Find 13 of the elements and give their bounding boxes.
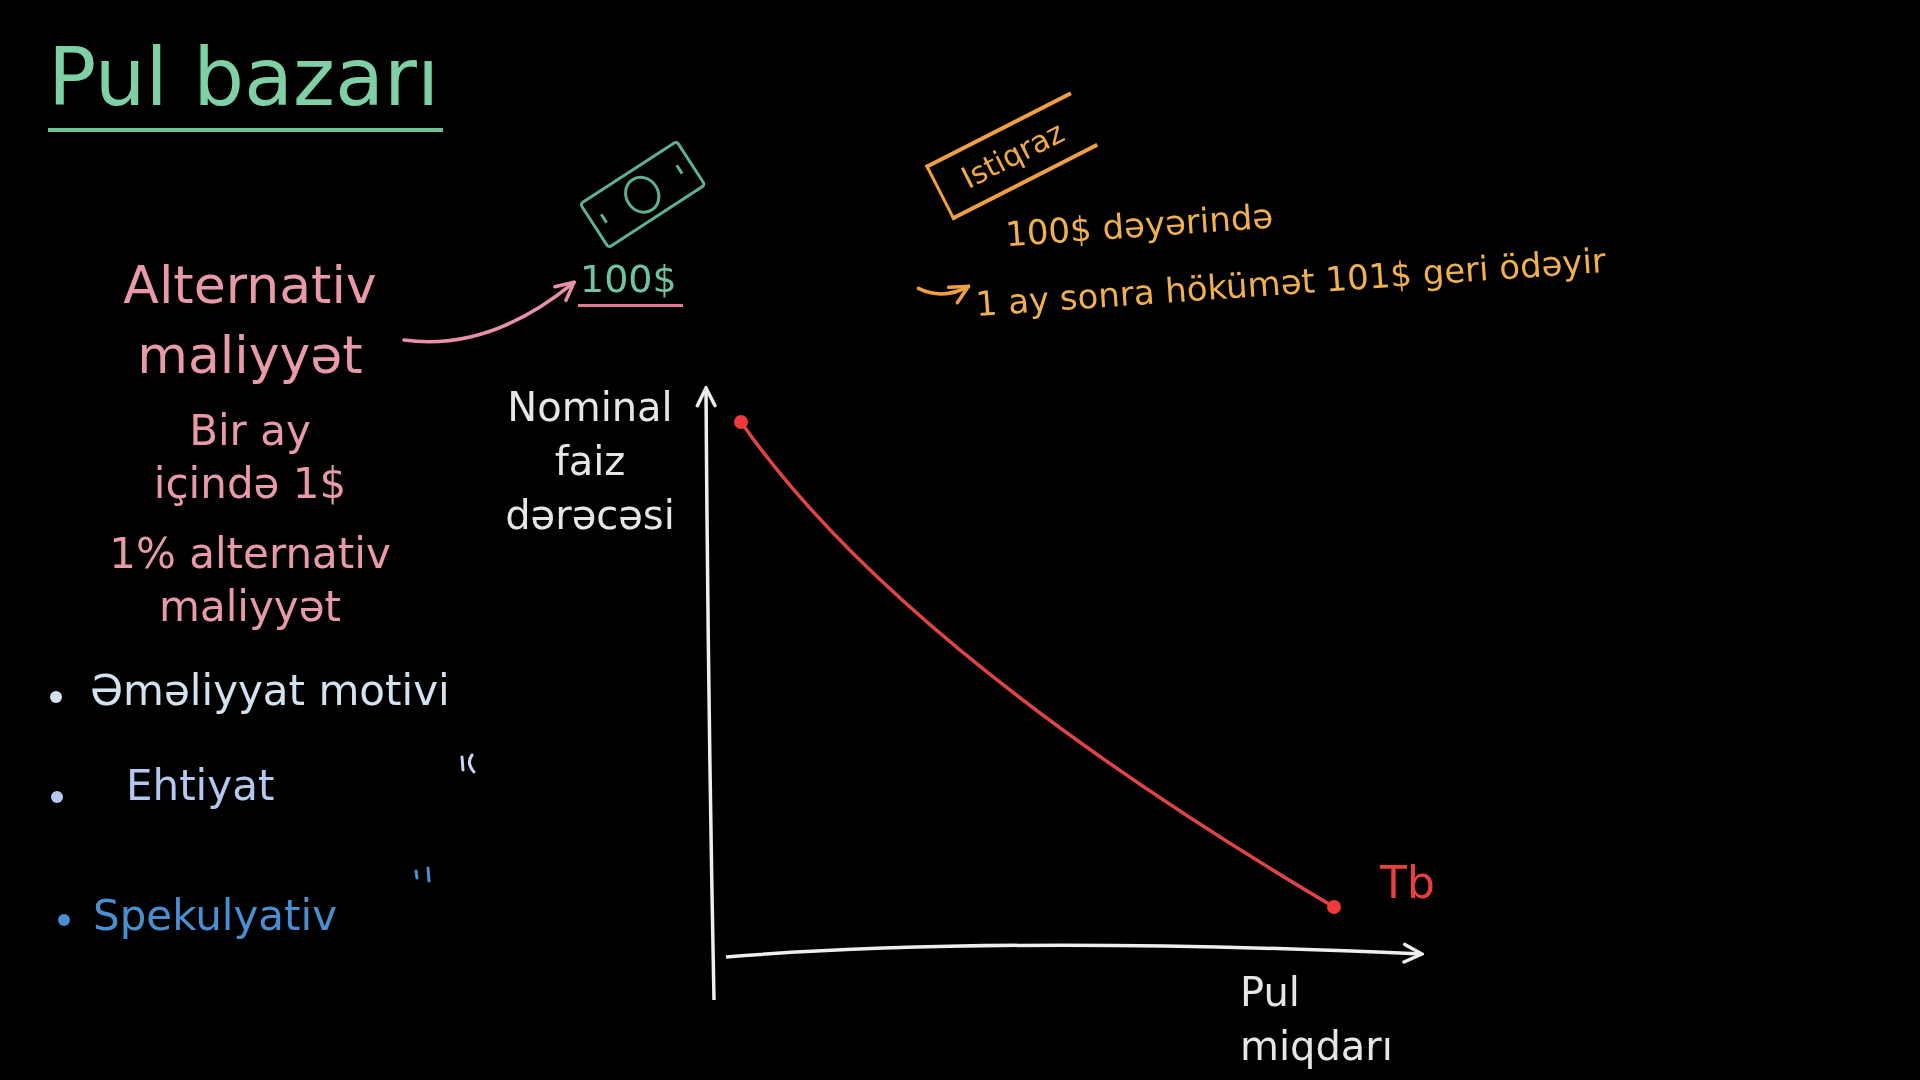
title: Pul bazarı	[48, 32, 444, 132]
note-text: 1% alternativ maliyyət	[108, 528, 392, 633]
arrow	[916, 284, 971, 305]
bullet-text: Ehtiyat	[126, 760, 275, 812]
arrow	[402, 280, 576, 344]
bullet-text: Spekulyativ	[93, 890, 338, 942]
heading-text: Alternativ maliyyət	[100, 250, 400, 391]
axis-label: Pul miqdarı	[1240, 968, 1394, 1071]
axis-label: Nominal faiz dərəcəsi	[504, 383, 676, 540]
note-text: Bir ay içində 1$	[152, 405, 348, 510]
curve-label: Tb	[1380, 856, 1435, 910]
bullet-text: Əməliyyat motivi	[90, 665, 450, 717]
amount-text: 100$	[578, 258, 683, 307]
